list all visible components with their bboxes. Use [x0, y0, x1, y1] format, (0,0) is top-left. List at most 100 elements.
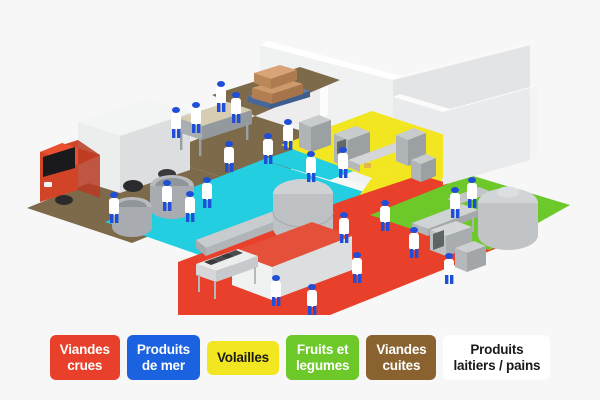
legend-label: Fruits et legumes	[295, 342, 350, 373]
mixing-vats	[112, 175, 194, 237]
worker	[444, 253, 454, 284]
green-tank-body	[478, 203, 538, 250]
green-conveyor-leg-2	[472, 217, 474, 232]
green-zone-equipment	[412, 186, 538, 272]
vat-1-body	[150, 186, 194, 219]
box-top-right	[271, 70, 297, 89]
vat-2-body	[112, 207, 152, 237]
worker	[306, 151, 316, 182]
bread-rack-leg-1	[180, 132, 183, 150]
isometric-facility-scene	[27, 41, 570, 315]
poultry-line-machines	[299, 115, 436, 182]
worker	[283, 119, 293, 150]
worker	[185, 191, 195, 222]
feeder-tray-side	[216, 256, 258, 282]
worker	[191, 102, 201, 133]
bread-rack-leg-2	[199, 138, 202, 156]
truck-headlight-left	[44, 182, 52, 187]
worker	[224, 141, 234, 172]
legend-item-viandes-cuites[interactable]: Viandes cuites	[366, 335, 437, 380]
green-conveyor-front	[412, 223, 428, 236]
box-bottom-left	[252, 88, 272, 104]
worker	[263, 133, 273, 164]
legend-label: Volailles	[216, 349, 269, 365]
legend-item-volailles[interactable]: Volailles	[206, 340, 279, 375]
legend-label: Produits de mer	[136, 342, 190, 373]
bread-rack-leg-3	[246, 122, 249, 140]
worker	[409, 227, 419, 258]
poultry-product-box	[364, 163, 371, 168]
poultry-machine-b-top	[334, 126, 370, 140]
worker	[467, 177, 477, 208]
worker	[352, 252, 362, 283]
wall-cap-right	[393, 41, 538, 80]
legend-item-viandes-crues[interactable]: Viandes crues	[49, 335, 120, 380]
truck-cargo-top	[78, 99, 190, 136]
poultry-machine-d-front	[411, 160, 421, 182]
worker	[231, 92, 241, 123]
worker	[307, 284, 317, 315]
worker	[339, 212, 349, 243]
poultry-machine-d-side	[421, 158, 436, 182]
legend-label: Viandes cuites	[376, 342, 427, 373]
packaging-machine-side	[272, 236, 352, 300]
truck-wheel-front	[55, 195, 73, 205]
legend-item-produits-de-mer[interactable]: Produits de mer	[126, 335, 200, 380]
worker	[109, 192, 119, 223]
worker	[171, 107, 181, 138]
wall-green-edge	[530, 85, 537, 160]
poultry-conveyor-front	[348, 160, 360, 172]
facility-svg	[27, 41, 570, 315]
worker	[162, 180, 172, 211]
green-machine-lower-side	[467, 246, 486, 272]
poultry-machine-c-top	[396, 128, 426, 140]
poultry-machine-a-front	[299, 122, 311, 152]
green-tank-hatch	[497, 186, 519, 198]
worker	[216, 81, 226, 112]
worker	[380, 200, 390, 231]
zone-floor-volailles	[281, 111, 460, 178]
truck-cab-side	[78, 140, 100, 198]
green-machine-lower-top	[455, 241, 486, 253]
inspection-machine-screen	[433, 230, 444, 250]
right-outer-wall	[443, 85, 537, 185]
pallet-side2	[270, 91, 310, 109]
feeder-tray-front	[196, 264, 216, 282]
wall-green-back	[443, 88, 530, 185]
zone-legend: Viandes crues Produits de mer Volailles …	[0, 315, 600, 400]
box-top-top	[254, 65, 297, 79]
legend-label: Produits laitiers / pains	[453, 342, 541, 373]
poultry-machine-c-front	[396, 135, 408, 166]
cardboard-boxes-on-pallet	[248, 65, 310, 109]
feeder-rollers	[204, 250, 243, 265]
worker	[202, 177, 212, 208]
green-conveyor-top	[412, 204, 478, 229]
partition-right-cap	[393, 94, 450, 112]
box-bottom-right	[272, 84, 303, 104]
packaging-machine	[196, 222, 352, 300]
poultry-machine-a-side	[311, 120, 331, 152]
packaging-machine-top	[232, 222, 352, 267]
worker	[271, 275, 281, 306]
pallet-side	[248, 96, 270, 109]
feeder-leg-1	[198, 275, 200, 292]
feeder-leg-2	[214, 282, 216, 299]
worker-group	[109, 81, 477, 315]
feeder-tray-top	[196, 249, 258, 271]
green-machine-lower-front	[455, 248, 467, 272]
pipe-cap	[196, 240, 206, 256]
truck-wheel-rear	[123, 180, 143, 192]
feeder-leg-3	[254, 267, 256, 284]
wall-green-cap	[443, 85, 537, 112]
box-top-left	[254, 73, 271, 89]
legend-item-fruits-et-legumes[interactable]: Fruits et legumes	[285, 335, 360, 380]
bread-rack-left	[178, 118, 202, 140]
worker	[450, 187, 460, 218]
worker	[338, 147, 348, 178]
partition-mid-edge	[320, 82, 328, 118]
wall-cap-left	[260, 41, 401, 80]
legend-item-produits-laitiers-pains[interactable]: Produits laitiers / pains	[443, 335, 551, 380]
legend-label: Viandes crues	[59, 342, 110, 373]
poultry-machine-a-top	[299, 115, 331, 127]
